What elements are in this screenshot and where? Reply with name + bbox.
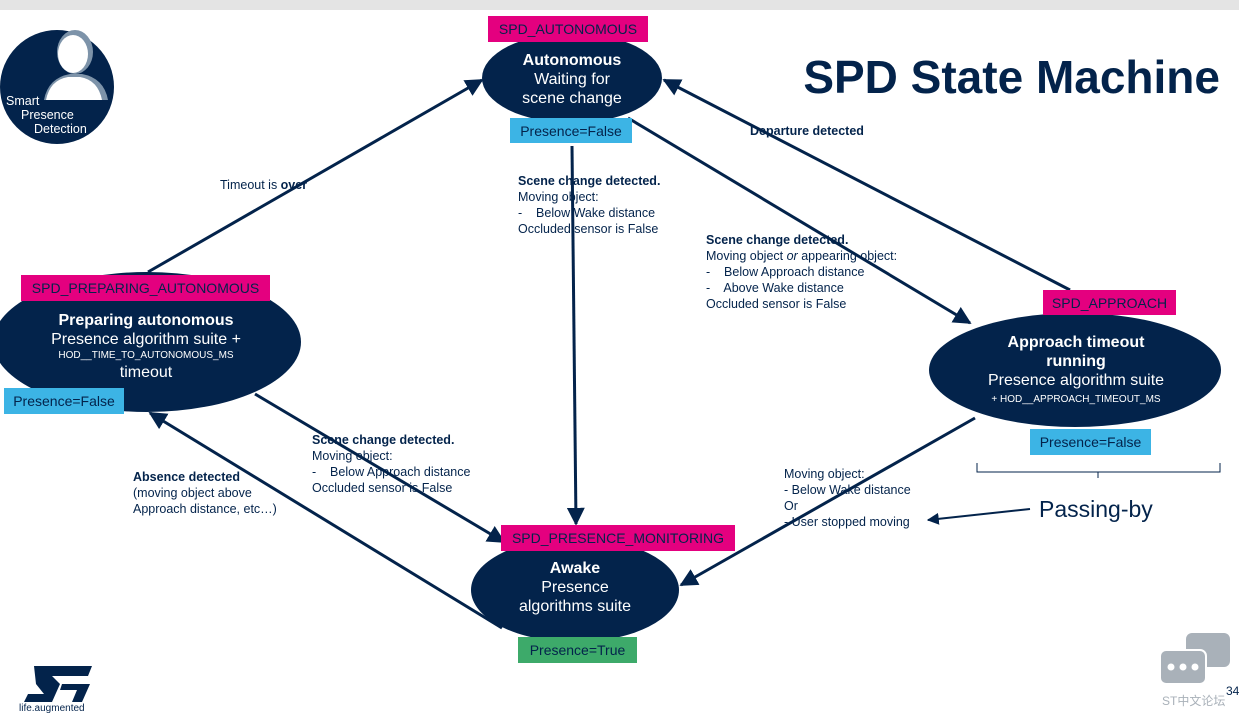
label-part: Moving object	[706, 249, 787, 263]
state-tag-autonomous: SPD_AUTONOMOUS	[488, 16, 648, 42]
presence-badge-autonomous: Presence=False	[510, 118, 632, 143]
state-line: scene change	[522, 90, 622, 107]
state-title: Preparing autonomous	[58, 312, 234, 329]
label-line: Moving object:	[518, 190, 599, 204]
state-line: Presence algorithm suite +	[51, 331, 241, 348]
state-autonomous-text: Autonomous Waiting for scene change	[482, 51, 662, 108]
state-line: Presence algorithm suite	[987, 372, 1165, 389]
arrow-approach-to-awake	[679, 416, 976, 587]
state-preparing-ellipse	[0, 272, 301, 412]
state-awake-ellipse	[471, 538, 679, 642]
label-line: Occluded sensor is False	[312, 481, 453, 495]
label-line: Occluded sensor is False	[518, 222, 659, 236]
state-param: + HOD__APPROACH_TIMEOUT_MS	[991, 394, 1161, 405]
state-param: HOD__TIME_TO_AUTONOMOUS_MS	[58, 350, 234, 361]
label-line: - Below Approach distance	[312, 465, 471, 479]
label-line: Occluded sensor is False	[706, 297, 847, 311]
arrow-preparing-to-autonomous	[147, 78, 484, 274]
spd-logo-text: Smart Presence Detection	[6, 94, 87, 136]
top-bar	[0, 0, 1239, 10]
arrow-autonomous-to-approach	[627, 116, 972, 325]
label-text: Timeout is	[220, 178, 281, 192]
state-title: Awake	[549, 560, 601, 577]
label-passing-by: Passing-by	[1039, 496, 1153, 522]
label-absence: Absence detected (moving object above Ap…	[133, 469, 277, 517]
forum-watermark: ST中文论坛	[1162, 694, 1226, 708]
state-approach-text: Approach timeout running Presence algori…	[930, 333, 1222, 407]
label-head: Absence detected	[133, 470, 240, 484]
page-title: SPD State Machine	[803, 51, 1220, 103]
state-preparing-text: Preparing autonomous Presence algorithm …	[0, 311, 292, 382]
page-number: 34	[1226, 684, 1239, 698]
label-line: Moving object or appearing object:	[706, 248, 897, 264]
state-line: Presence	[541, 579, 609, 596]
label-autonomous-to-approach: Scene change detected. Moving object or …	[706, 232, 897, 312]
label-bold: over	[280, 178, 308, 192]
state-approach-ellipse	[929, 313, 1221, 427]
state-awake-text: Awake Presence algorithms suite	[475, 559, 675, 616]
label-head: Scene change detected.	[706, 233, 849, 247]
label-line: - Below Wake distance	[518, 206, 656, 220]
state-tag-approach: SPD_APPROACH	[1043, 290, 1176, 315]
label-line: - Above Wake distance	[706, 281, 844, 295]
presence-badge-approach: Presence=False	[1030, 429, 1151, 455]
label-autonomous-to-awake: Scene change detected. Moving object: - …	[518, 173, 660, 237]
label-line: Approach distance, etc…)	[133, 502, 277, 516]
logo-line-presence: Presence	[21, 108, 74, 122]
state-title: Autonomous	[522, 52, 622, 69]
label-line: Moving object:	[312, 449, 393, 463]
person-icon	[44, 30, 108, 100]
state-title: running	[1046, 353, 1106, 370]
state-line: Waiting for	[534, 71, 610, 88]
label-line: Moving object:	[784, 467, 865, 481]
state-tag-preparing: SPD_PREPARING_AUTONOMOUS	[21, 275, 270, 301]
state-line: algorithms suite	[518, 598, 632, 615]
logo-line-detection: Detection	[34, 122, 87, 136]
arrow-autonomous-to-awake	[566, 145, 585, 526]
state-title: Approach timeout	[1007, 334, 1145, 351]
label-departure: Departure detected	[750, 124, 864, 138]
logo-line-smart: Smart	[6, 94, 40, 108]
state-line: timeout	[119, 364, 173, 381]
label-line: - Below Wake distance	[784, 483, 911, 497]
label-head: Scene change detected.	[518, 174, 661, 188]
arrow-passing-by	[926, 508, 1031, 525]
st-tagline: life.augmented	[19, 703, 85, 714]
label-preparing-to-awake: Scene change detected. Moving object: - …	[312, 432, 470, 496]
st-logo-icon	[24, 666, 92, 702]
label-part: appearing object:	[797, 249, 898, 263]
label-line: (moving object above	[133, 486, 252, 500]
label-head: Scene change detected.	[312, 433, 455, 447]
presence-badge-awake: Presence=True	[518, 637, 637, 663]
label-line: - User stopped moving	[784, 515, 910, 529]
label-line: Or	[784, 499, 798, 513]
state-autonomous-ellipse	[482, 33, 662, 123]
label-line: - Below Approach distance	[706, 265, 865, 279]
arrow-awake-to-preparing	[148, 411, 503, 630]
forum-chat-icon	[1159, 633, 1230, 685]
label-approach-to-awake: Moving object: - Below Wake distance Or …	[784, 466, 911, 530]
label-part: or	[786, 249, 798, 263]
state-tag-awake: SPD_PRESENCE_MONITORING	[501, 525, 735, 551]
label-timeout: Timeout is over	[220, 177, 307, 193]
presence-badge-preparing: Presence=False	[4, 388, 124, 414]
arrow-approach-to-autonomous	[662, 78, 1071, 292]
arrow-preparing-to-awake	[254, 392, 506, 544]
brace-passing-by	[976, 463, 1221, 478]
